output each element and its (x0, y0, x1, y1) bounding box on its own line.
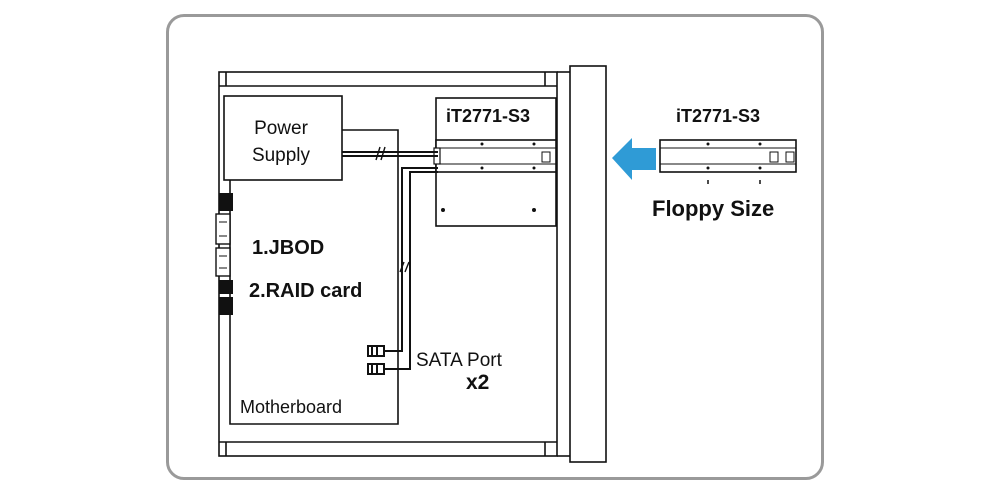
diagram-frame (166, 14, 824, 480)
sata-port-connectors (367, 345, 385, 375)
rear-slot-brackets (215, 193, 233, 315)
jbod-label: 1.JBOD (252, 237, 324, 259)
external-device (659, 139, 797, 184)
power-supply-box (223, 95, 343, 181)
insert-arrow (612, 138, 656, 180)
motherboard-label: Motherboard (240, 397, 342, 417)
sata-cables (384, 167, 438, 370)
sata-port-label: SATA Port (416, 350, 503, 371)
floppy-size-label: Floppy Size (652, 196, 774, 221)
motherboard (229, 129, 399, 425)
sata-count-label: x2 (466, 371, 489, 394)
front-panel (557, 65, 607, 463)
raid-card-label: 2.RAID card (249, 280, 362, 302)
power-cable (342, 146, 438, 161)
bay-model-label: iT2771-S3 (446, 106, 530, 126)
power-supply-label-line1: Power (254, 118, 309, 139)
power-supply-label-line2: Supply (252, 145, 311, 166)
external-model-label: iT2771-S3 (676, 106, 760, 126)
